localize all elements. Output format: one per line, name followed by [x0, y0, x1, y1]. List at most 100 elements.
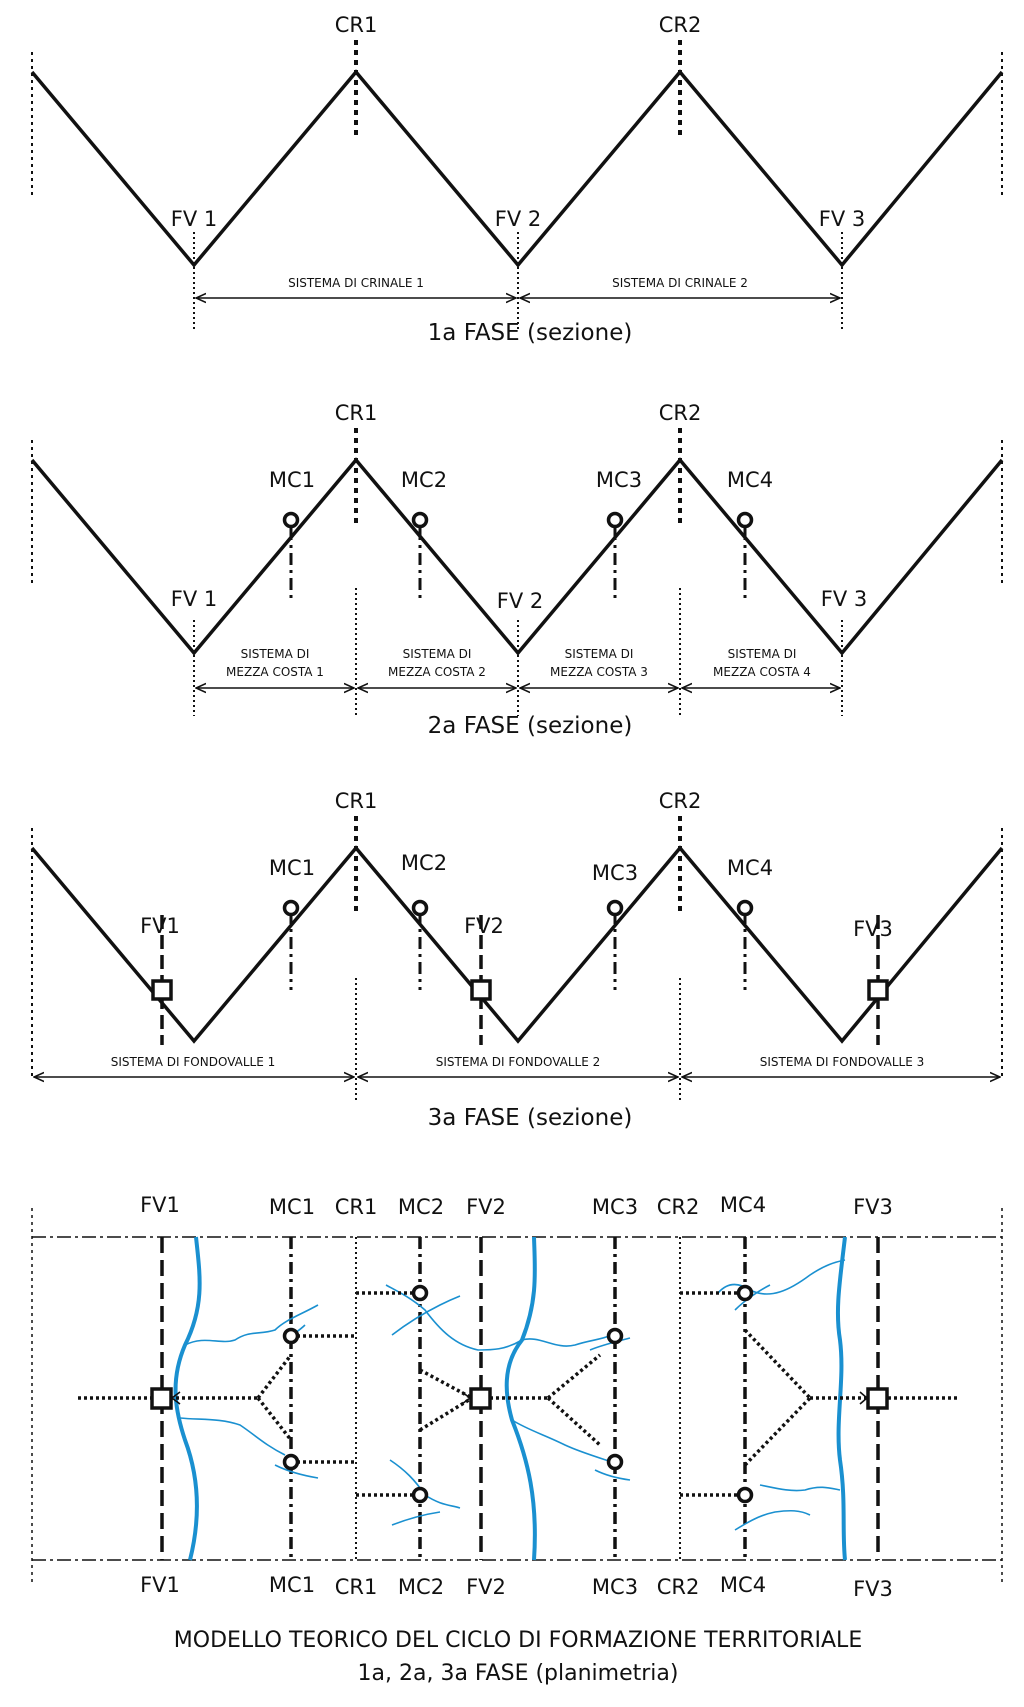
- phase2-system-1-line2: MEZZA COSTA 1: [226, 665, 324, 679]
- phase3-secondary-axes: [355, 978, 681, 1100]
- phase2-system-1-line1: SISTEMA DI: [241, 647, 310, 661]
- river-tributaries: [179, 1259, 846, 1531]
- plan-top-label-fv3: FV3: [853, 1195, 893, 1219]
- plan-fv1-marker: [150, 1387, 173, 1410]
- plan-ridge-axes: [355, 1237, 681, 1560]
- phase2-label-mc1: MC1: [269, 468, 315, 492]
- phase1-section: CR1 CR2 FV 1 FV 2 FV 3 SISTEMA DI CRINAL…: [30, 13, 1004, 346]
- phase2-mc4-marker: [736, 511, 754, 529]
- phase2-system-2-line2: MEZZA COSTA 2: [388, 665, 486, 679]
- phase3-label-cr2: CR2: [659, 789, 702, 813]
- phase3-mc-axes: [289, 912, 747, 990]
- phase3-mc2-marker: [411, 899, 429, 917]
- plan-mc4-lower-marker: [736, 1486, 754, 1504]
- phase1-profile: [30, 69, 1004, 268]
- plan-mc1-upper-marker: [282, 1327, 300, 1345]
- plan-top-label-cr1: CR1: [335, 1195, 378, 1219]
- river-main-2: [504, 1236, 537, 1561]
- phase3-label-cr1: CR1: [335, 789, 378, 813]
- plan-fv-markers: [150, 1387, 889, 1410]
- phase2-system-2-line1: SISTEMA DI: [403, 647, 472, 661]
- plan-mc-axes: [289, 1237, 747, 1560]
- phase3-fv-axes: [160, 915, 880, 1045]
- phase2-label-mc3: MC3: [596, 468, 642, 492]
- plan-mc2-upper-marker: [411, 1284, 429, 1302]
- phase2-valley-axes: [193, 588, 843, 716]
- plan-boundaries: [32, 1236, 1002, 1561]
- phase2-mc3-marker: [606, 511, 624, 529]
- plan-bottom-label-mc1: MC1: [269, 1573, 315, 1597]
- plan-mc2-lower-marker: [411, 1486, 429, 1504]
- plan-fv2-marker: [469, 1387, 492, 1410]
- phase2-caption: 2a FASE (sezione): [428, 713, 633, 739]
- river-main-1: [173, 1236, 202, 1561]
- plan-mc3-lower-marker: [606, 1453, 624, 1471]
- plan-bottom-label-fv3: FV3: [853, 1577, 893, 1601]
- phase3-fv1-marker: [151, 979, 173, 1001]
- phase2-system-4-line1: SISTEMA DI: [728, 647, 797, 661]
- plan-bottom-label-cr2: CR2: [657, 1575, 700, 1599]
- plan-top-label-mc3: MC3: [592, 1195, 638, 1219]
- plan-top-label-mc1: MC1: [269, 1195, 315, 1219]
- phase3-label-mc3: MC3: [592, 861, 638, 885]
- phase2-mc-axes: [289, 528, 747, 602]
- phase2-mc-markers: [282, 511, 754, 529]
- phase3-label-fv2: FV2: [464, 914, 504, 938]
- phase3-fv3-marker: [867, 979, 889, 1001]
- phase3-mc3-marker: [606, 899, 624, 917]
- phase3-ridge-axes: [354, 816, 682, 912]
- phase3-system-label-2: SISTEMA DI FONDOVALLE 2: [436, 1055, 601, 1069]
- plan-mc3-upper-marker: [606, 1327, 624, 1345]
- plan-top-label-mc4: MC4: [720, 1193, 766, 1217]
- phase1-label-fv2: FV 2: [495, 207, 541, 231]
- plan-bottom-label-fv1: FV1: [140, 1573, 180, 1597]
- plan-bottom-label-mc3: MC3: [592, 1575, 638, 1599]
- plan-mc-markers: [282, 1284, 754, 1504]
- plan-top-label-fv2: FV2: [466, 1195, 506, 1219]
- plan-top-label-fv1: FV1: [140, 1193, 180, 1217]
- phase3-label-fv1: FV1: [140, 914, 180, 938]
- phase2-section: CR1 CR2 MC1 MC2 MC3 MC4 FV 1 FV 2 FV 3 S…: [30, 401, 1004, 739]
- phase2-label-fv1: FV 1: [171, 587, 217, 611]
- phase3-profile: [30, 845, 1004, 1044]
- phase2-profile: [30, 457, 1004, 656]
- phase1-label-cr2: CR2: [659, 13, 702, 37]
- phase1-caption: 1a FASE (sezione): [428, 320, 633, 346]
- river-main-3: [835, 1236, 847, 1561]
- plan-bottom-label-fv2: FV2: [466, 1575, 506, 1599]
- phase3-section: CR1 CR2 MC1 MC2 MC3 MC4 FV1 FV2 FV3 SIST…: [30, 789, 1004, 1131]
- diagram-title-line2: 1a, 2a, 3a FASE (planimetria): [358, 1661, 679, 1686]
- plan-dotted-network: [78, 1291, 960, 1497]
- phase1-label-fv1: FV 1: [171, 207, 217, 231]
- phase1-ridge-axes: [354, 40, 682, 140]
- phase3-system-label-3: SISTEMA DI FONDOVALLE 3: [760, 1055, 925, 1069]
- phase1-system-label-1: SISTEMA DI CRINALE 1: [288, 276, 424, 290]
- plan-fv3-marker: [866, 1387, 889, 1410]
- phase2-mc1-marker: [282, 511, 300, 529]
- plan-bottom-label-cr1: CR1: [335, 1575, 378, 1599]
- plan-mc1-lower-marker: [282, 1453, 300, 1471]
- phase1-valley-axes: [193, 232, 843, 332]
- phase1-label-cr1: CR1: [335, 13, 378, 37]
- plan-bottom-label-mc4: MC4: [720, 1573, 766, 1597]
- phase2-mc2-marker: [411, 511, 429, 529]
- phase2-label-fv2: FV 2: [497, 589, 543, 613]
- phase3-mc4-marker: [736, 899, 754, 917]
- plan-arrowheads: [170, 1391, 869, 1405]
- phase1-label-fv3: FV 3: [819, 207, 865, 231]
- phase3-mc1-marker: [282, 899, 300, 917]
- phase3-label-mc1: MC1: [269, 856, 315, 880]
- phase3-label-mc4: MC4: [727, 856, 773, 880]
- phase2-label-cr2: CR2: [659, 401, 702, 425]
- plan-rivers: [173, 1236, 847, 1561]
- plan-top-label-mc2: MC2: [398, 1195, 444, 1219]
- phase2-label-mc2: MC2: [401, 468, 447, 492]
- plan-top-label-cr2: CR2: [657, 1195, 700, 1219]
- phase2-label-cr1: CR1: [335, 401, 378, 425]
- phase1-system-label-2: SISTEMA DI CRINALE 2: [612, 276, 748, 290]
- diagram-title-line1: MODELLO TEORICO DEL CICLO DI FORMAZIONE …: [174, 1628, 862, 1653]
- phase2-edge-lines: [31, 440, 1003, 586]
- phase3-system-label-1: SISTEMA DI FONDOVALLE 1: [111, 1055, 276, 1069]
- plan-view: FV1 MC1 CR1 MC2 FV2 MC3 CR2 MC4 FV3 FV1 …: [31, 1193, 1003, 1601]
